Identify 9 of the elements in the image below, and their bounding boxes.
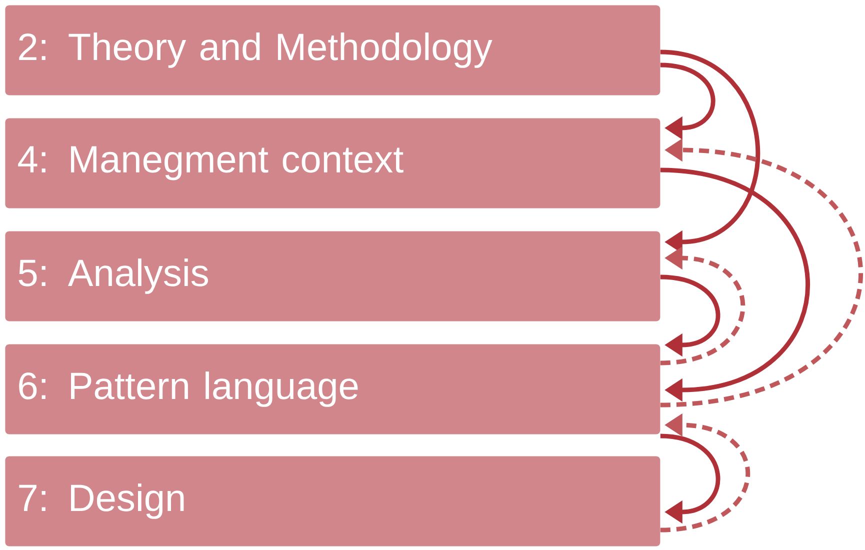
process-box: 7: Design	[5, 456, 660, 546]
arrow	[660, 62, 716, 140]
arrow	[660, 274, 720, 357]
arrow	[660, 434, 720, 524]
process-box: 6: Pattern language	[5, 344, 660, 434]
process-box: 4: Manegment context	[5, 118, 660, 208]
process-box: 2: Theory and Methodology	[5, 5, 660, 96]
process-box: 5: Analysis	[5, 231, 660, 322]
arrow	[660, 168, 810, 402]
